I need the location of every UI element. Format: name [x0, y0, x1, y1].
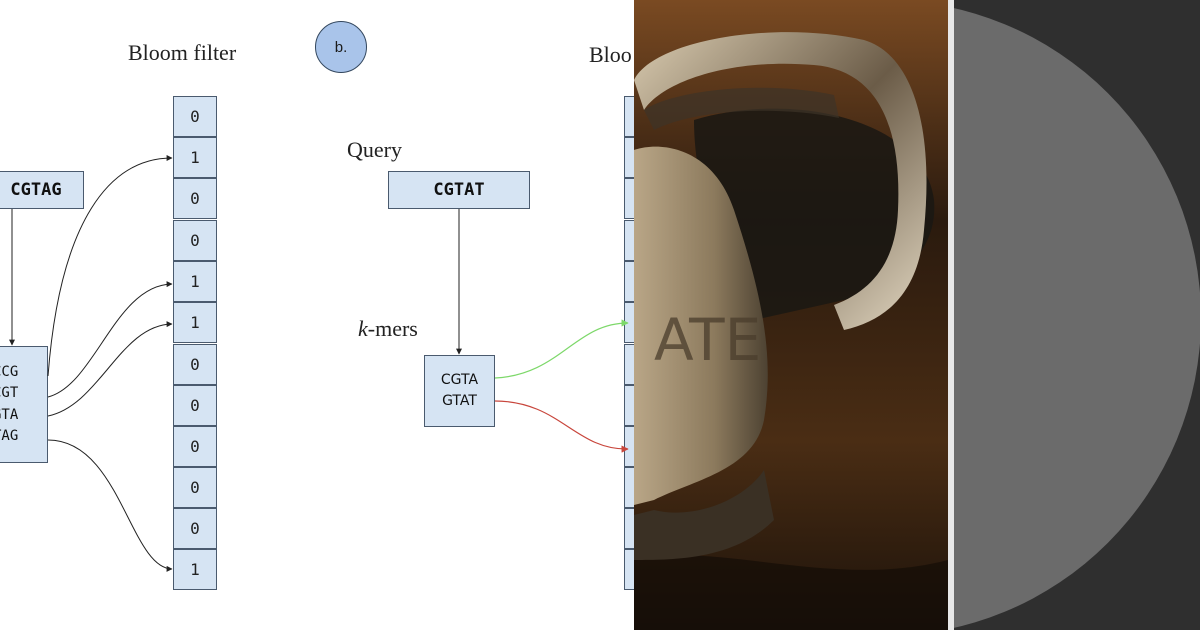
bit-cell: 0 [173, 508, 217, 549]
panel-a-kmer: CCG [0, 363, 19, 380]
bit-cell: 1 [173, 302, 217, 343]
panel-a-kmer: TAG [0, 428, 19, 444]
bit-cell: 0 [173, 344, 217, 385]
bit-cell: 0 [173, 426, 217, 467]
gray-circle-graphic [948, 6, 1200, 630]
panel-a-kmer: GTA [0, 406, 19, 423]
panel-b-title: Bloo [589, 42, 632, 67]
panel-a-query-box: CGTAG [0, 171, 84, 209]
kmers-label-rest: -mers [367, 316, 418, 341]
panel-a-link [47, 439, 173, 572]
svg-text:ATE: ATE [654, 306, 761, 374]
panel-b-kmer: CGTA [440, 371, 479, 388]
bit-cell: 0 [173, 467, 217, 508]
panel-b-badge: b. [315, 21, 367, 73]
panel-a-link [47, 321, 173, 417]
panel-a-title: Bloom filter [128, 40, 237, 65]
bit-cell: 0 [173, 220, 217, 261]
bit-cell: 1 [173, 549, 217, 590]
bit-cell: 1 [173, 261, 217, 302]
panel-divider [948, 0, 954, 630]
bit-cell: 0 [173, 385, 217, 426]
bit-cell: 1 [173, 137, 217, 178]
panel-b-query-label: Query [347, 137, 402, 162]
dark-circle-panel [948, 0, 1200, 630]
panel-a-query-text: CGTAG [10, 180, 62, 200]
panel-b-link-present [494, 319, 629, 379]
bit-cell: 0 [173, 178, 217, 219]
panel-b-kmers-label: k-mers [358, 316, 418, 342]
panel-b-query-text: CGTAT [433, 180, 485, 200]
panel-a-kmer-box: CCG CGT GTA TAG [0, 346, 48, 463]
panel-a-kmer: CGT [0, 385, 19, 401]
panel-b-kmer-box: CGTA GTAT [424, 355, 495, 427]
bit-cell: 0 [173, 96, 217, 137]
key-photo: ATE [634, 0, 948, 630]
panel-a-link [47, 155, 173, 377]
key-photo-image: ATE [634, 0, 948, 630]
panel-b-query-box: CGTAT [388, 171, 530, 209]
panel-b-kmer: GTAT [442, 393, 477, 409]
panel-b-link-absent [494, 400, 629, 453]
kmers-label-k: k [358, 316, 368, 341]
panel-a-link [47, 281, 173, 398]
